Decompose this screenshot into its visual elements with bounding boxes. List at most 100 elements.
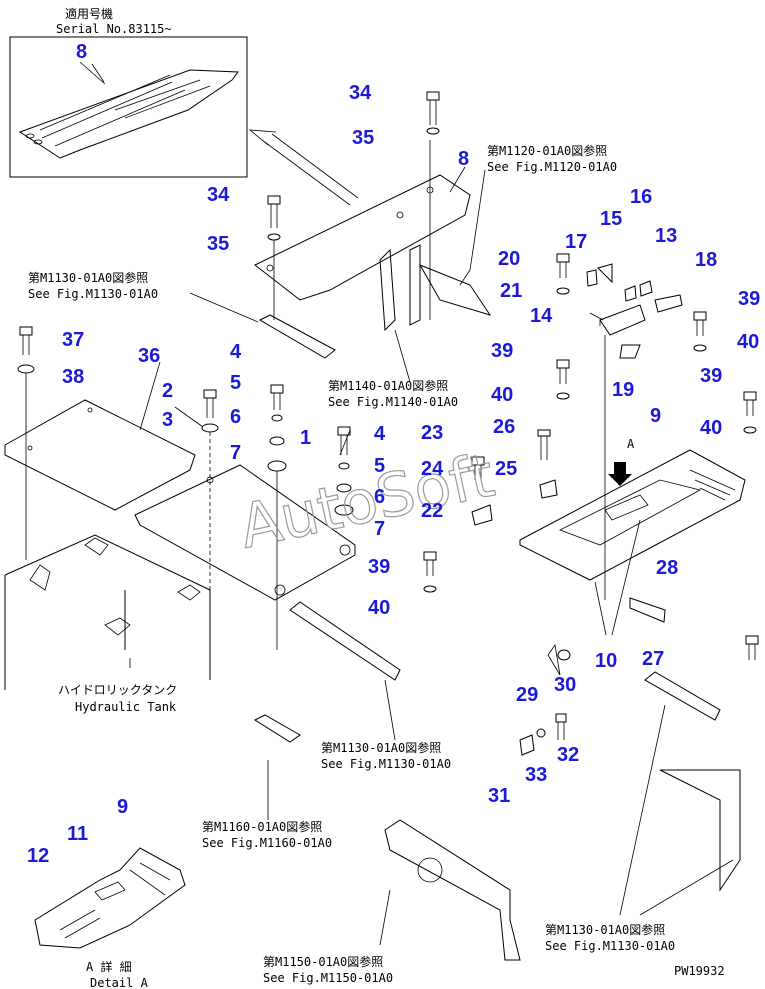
callout-7-left: 7 — [230, 442, 241, 464]
callout-6-right: 6 — [374, 486, 385, 508]
callout-40-a: 40 — [737, 331, 759, 353]
callout-36: 36 — [138, 345, 160, 367]
callout-5-right: 5 — [374, 455, 385, 477]
cover-plate-36 — [4, 399, 196, 511]
callout-16: 16 — [630, 186, 652, 208]
washer-7-left — [267, 460, 287, 472]
callout-40-c: 40 — [491, 384, 513, 406]
callout-4-left: 4 — [230, 341, 242, 363]
callout-4-right: 4 — [374, 423, 386, 445]
callout-24: 24 — [421, 458, 444, 480]
callout-40-b: 40 — [700, 417, 722, 439]
ref-m1130-lower-en: See Fig.M1130-01A0 — [545, 939, 675, 953]
clip-13 — [639, 280, 653, 297]
bolt-34-left — [267, 195, 281, 228]
callout-7-right: 7 — [374, 518, 385, 540]
floor-frame-9 — [519, 449, 746, 581]
serial-inset — [9, 36, 248, 178]
hydraulic-tank — [4, 534, 211, 690]
frame-member-lower — [253, 601, 741, 961]
clip-16 — [624, 285, 637, 302]
callout-31: 31 — [488, 785, 510, 807]
bracket-31 — [519, 734, 535, 756]
callout-39-c: 39 — [491, 340, 513, 362]
bolt-20 — [556, 253, 570, 278]
ref-m1130-mid-en: See Fig.M1130-01A0 — [321, 757, 451, 771]
ref-m1150-en: See Fig.M1150-01A0 — [263, 971, 393, 985]
callout-13: 13 — [655, 225, 677, 247]
callout-21: 21 — [500, 280, 522, 302]
callout-39-d: 39 — [368, 556, 390, 578]
ref-m1120-en: See Fig.M1120-01A0 — [487, 160, 617, 174]
washer-38 — [17, 364, 35, 374]
callout-27: 27 — [642, 648, 664, 670]
detail-a-view — [34, 847, 186, 949]
ref-m1160-en: See Fig.M1160-01A0 — [202, 836, 332, 850]
washer-6-left — [269, 436, 285, 446]
washer-40-center — [556, 392, 570, 400]
washer-30 — [557, 649, 571, 661]
callout-34-left: 34 — [207, 184, 230, 206]
ref-m1130-upper-en: See Fig.M1130-01A0 — [28, 287, 158, 301]
plate-19 — [619, 344, 641, 359]
tank-label-en: Hydraulic Tank — [75, 700, 177, 714]
detail-label-en: Detail A — [90, 976, 149, 989]
callout-2: 2 — [162, 380, 173, 402]
washer-33 — [536, 728, 546, 738]
bolt-4-right — [337, 426, 351, 455]
spring-17 — [586, 269, 598, 287]
ref-m1150-jp: 第M1150-01A0図参照 — [263, 954, 383, 969]
tank-label-jp: ハイドロリックタンク — [58, 683, 177, 697]
upper-cover-plate — [254, 174, 471, 301]
washer-35-left — [267, 233, 281, 241]
watermark: AutoSoft — [234, 441, 501, 563]
bolt-2 — [203, 389, 217, 418]
callout-12: 12 — [27, 845, 49, 867]
upper-bracket-assembly — [258, 140, 492, 359]
callout-39-b: 39 — [700, 365, 722, 387]
bolt-23 — [471, 456, 485, 480]
callout-26: 26 — [493, 416, 515, 438]
callout-11: 11 — [67, 823, 88, 845]
callout-22: 22 — [421, 500, 443, 522]
drawing-number: PW19932 — [674, 964, 725, 978]
callout-33: 33 — [525, 764, 547, 786]
washer-5-left — [271, 414, 283, 422]
callout-28: 28 — [656, 557, 678, 579]
callout-9-detail: 9 — [117, 796, 128, 818]
callout-23: 23 — [421, 422, 443, 444]
callout-35-left: 35 — [207, 233, 229, 255]
callout-3: 3 — [162, 409, 173, 431]
washer-3 — [201, 423, 219, 433]
bolt-39-far-right — [743, 391, 757, 416]
bolt-26 — [537, 429, 551, 460]
callout-38: 38 — [62, 366, 84, 388]
cover-plate-1 — [134, 464, 356, 601]
bolt-39-right — [693, 311, 707, 336]
inset-title-jp: 適用号機 — [65, 6, 113, 21]
callout-5-left: 5 — [230, 372, 241, 394]
ref-m1130-lower-jp: 第M1130-01A0図参照 — [545, 922, 665, 937]
callout-29: 29 — [516, 684, 538, 706]
callout-40-d: 40 — [368, 597, 390, 619]
inset-part-number: 8 — [76, 41, 87, 63]
callout-39-a: 39 — [738, 288, 760, 310]
ref-m1120-jp: 第M1120-01A0図参照 — [487, 143, 607, 158]
callout-19: 19 — [612, 379, 634, 401]
washer-21 — [556, 287, 570, 295]
ref-m1140-en: See Fig.M1140-01A0 — [328, 395, 458, 409]
washer-40-lower — [423, 585, 437, 593]
washer-35-upper — [426, 127, 440, 135]
bolt-34-upper — [426, 91, 440, 125]
bracket-25 — [539, 479, 558, 499]
callout-9: 9 — [650, 405, 661, 427]
detail-label-jp: A 詳 細 — [86, 959, 132, 974]
washer-7-right — [334, 504, 354, 516]
bolt-32 — [555, 713, 567, 740]
callout-10: 10 — [595, 650, 617, 672]
callout-17: 17 — [565, 231, 587, 253]
callout-20: 20 — [498, 248, 520, 270]
ref-m1130-upper-jp: 第M1130-01A0図参照 — [28, 270, 148, 285]
inset-pointer-arrow — [248, 129, 359, 206]
